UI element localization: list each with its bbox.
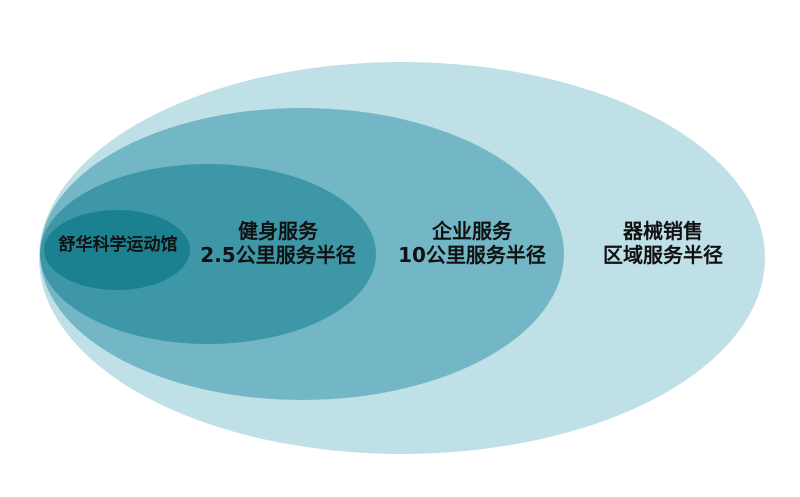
fitness-service-radius: 2.5公里服务半径 xyxy=(200,242,356,267)
enterprise-service-radius: 10公里服务半径 xyxy=(398,242,546,267)
enterprise-service-label: 企业服务 10公里服务半径 xyxy=(382,219,562,267)
equipment-sales-title: 器械销售 xyxy=(623,219,703,243)
core-venue-name: 舒华科学运动馆 xyxy=(58,235,178,255)
equipment-sales-radius: 区域服务半径 xyxy=(603,242,723,267)
core-venue-label: 舒华科学运动馆 xyxy=(44,235,192,255)
enterprise-service-title: 企业服务 xyxy=(432,219,512,243)
fitness-service-title: 健身服务 xyxy=(238,219,318,243)
equipment-sales-label: 器械销售 区域服务半径 xyxy=(583,219,743,267)
ellipse-core-venue xyxy=(44,210,190,290)
ellipse-fitness-service xyxy=(40,164,376,344)
fitness-service-label: 健身服务 2.5公里服务半径 xyxy=(188,219,368,267)
